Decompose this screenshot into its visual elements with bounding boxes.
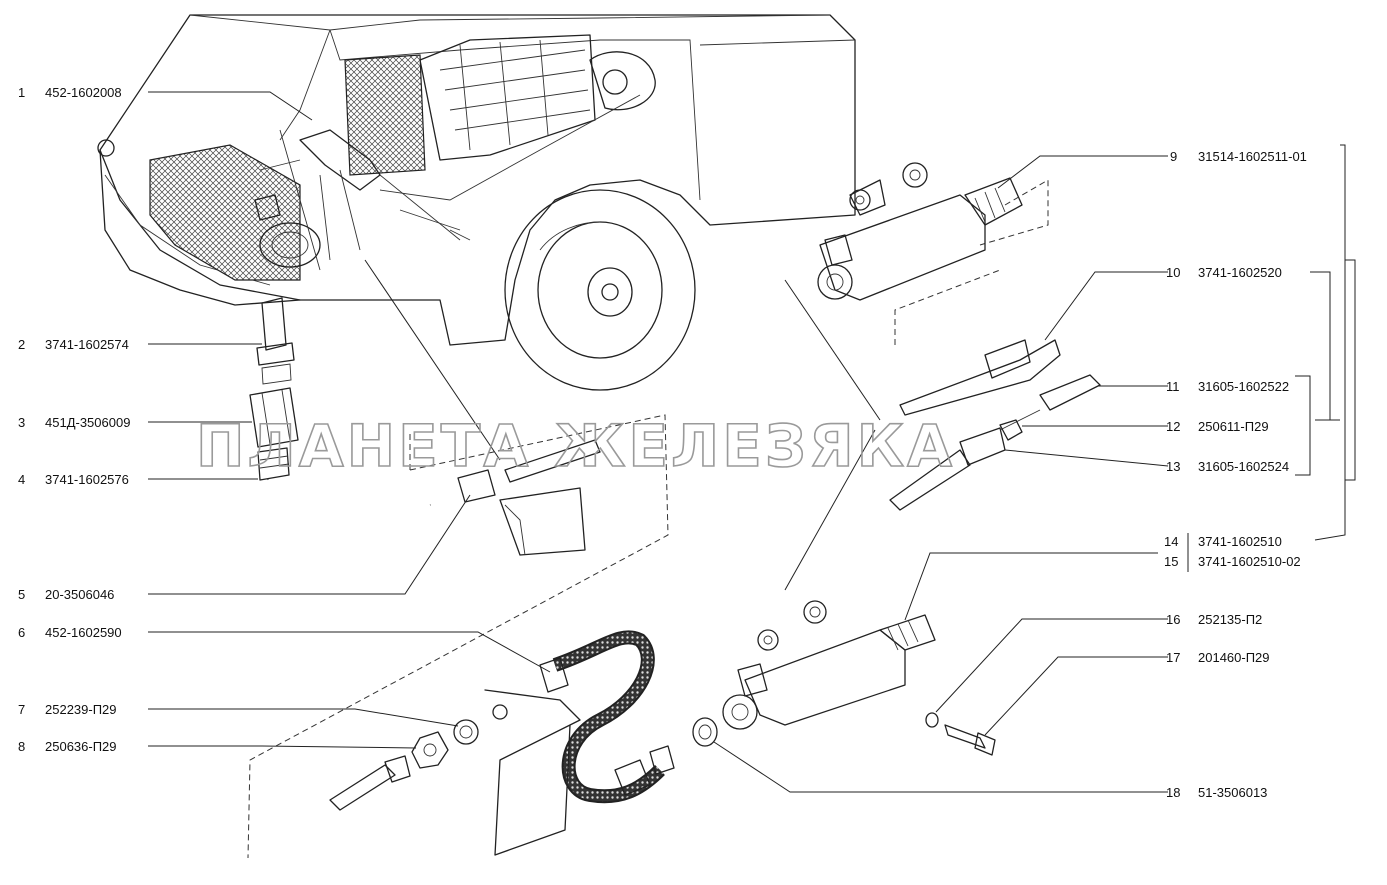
part-18-code: 51-3506013 [1198,785,1267,800]
part-6-code: 452-1602590 [45,625,122,640]
part-8-code: 250636-П29 [45,739,117,754]
part-1-code: 452-1602008 [45,85,122,100]
part-2-code: 3741-1602574 [45,337,129,352]
part-13-number: 13 [1166,459,1180,474]
part-6-number: 6 [18,625,25,640]
part-10-code: 3741-1602520 [1198,265,1282,280]
part-labels: 1 452-1602008 2 3741-1602574 3 451Д-3506… [18,85,1307,800]
part-9-code: 31514-1602511-01 [1198,149,1307,164]
part-11-number: 11 [1166,379,1180,394]
part-3-number: 3 [18,415,25,430]
part-16-number: 16 [1166,612,1180,627]
leader-lines [148,91,1356,793]
watermark: ПЛАНЕТА ЖЕЛЕЗЯКА [196,412,955,480]
part-12-number: 12 [1166,419,1180,434]
part-1-number: 1 [18,85,25,100]
part-18-number: 18 [1166,785,1180,800]
part-17-code: 201460-П29 [1198,650,1270,665]
part-8-number: 8 [18,739,25,754]
part-5-code: 20-3506046 [45,587,114,602]
part-5-number: 5 [18,587,25,602]
part-15-code: 3741-1602510-02 [1198,554,1301,569]
part-7-number: 7 [18,702,25,717]
part-4-code: 3741-1602576 [45,472,129,487]
right-parts-group [692,162,1101,756]
left-parts-group [247,297,675,859]
part-14-code: 3741-1602510 [1198,534,1282,549]
part-13-code: 31605-1602524 [1198,459,1289,474]
part-10-number: 10 [1166,265,1180,280]
part-7-code: 252239-П29 [45,702,117,717]
part-16-code: 252135-П2 [1198,612,1262,627]
part-12-code: 250611-П29 [1198,419,1269,434]
part-4-number: 4 [18,472,25,487]
part-11-code: 31605-1602522 [1198,379,1289,394]
part-9-number: 9 [1170,149,1177,164]
part-17-number: 17 [1166,650,1180,665]
part-2-number: 2 [18,337,25,352]
part-3-code: 451Д-3506009 [45,415,130,430]
vehicle-drawing [97,14,856,391]
part-14-number: 14 [1164,534,1178,549]
part-15-number: 15 [1164,554,1178,569]
